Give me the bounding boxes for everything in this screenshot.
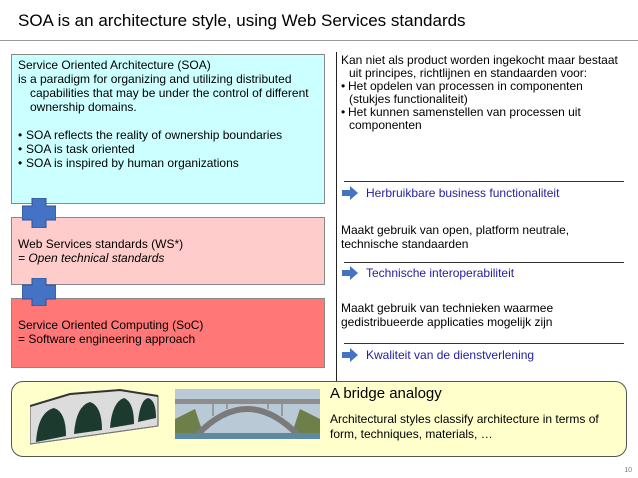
stone-arch-bridge-image [30,388,159,445]
puzzle-connector-icon [22,198,56,228]
soa-bullet-list: •SOA reflects the reality of ownership b… [18,128,324,170]
soa-box: Service Oriented Architecture (SOA) is a… [11,54,325,204]
ws-subtitle: = Open technical standards [18,251,165,265]
intro-bullet: •Het opdelen van processen in componente… [341,79,583,93]
highlight-interoperability: Technische interoperabiliteit [342,266,514,280]
soa-bullet: •SOA is task oriented [18,142,135,156]
section-divider [344,262,624,263]
column-divider [336,52,337,382]
puzzle-connector-icon [22,278,56,306]
section-divider [344,343,624,344]
arrow-right-icon [342,348,358,362]
concrete-arch-bridge-image [175,389,320,439]
arrow-right-icon [342,186,358,200]
ws-heading: Web Services standards (WS*) [18,237,184,251]
bridge-heading: A bridge analogy [330,385,442,402]
section-divider [344,181,624,182]
arrow-right-icon [342,266,358,280]
bridge-body: Architectural styles classify architectu… [330,412,599,441]
ws-explanation: Maakt gebruik van open, platform neutral… [341,223,570,251]
soa-bullet: •SOA is inspired by human organizations [18,156,239,170]
intro-bullet: •Het kunnen samenstellen van processen u… [341,105,581,119]
page-number: 10 [624,467,632,474]
title-divider [0,40,638,41]
soc-subtitle: = Software engineering approach [18,332,196,346]
soa-heading: Service Oriented Architecture (SOA) [18,58,211,72]
ws-box: Web Services standards (WS*) = Open tech… [11,217,325,285]
soc-heading: Service Oriented Computing (SoC) [18,318,204,332]
intro-text: Kan niet als product worden ingekocht ma… [341,54,631,132]
soa-definition: is a paradigm for organizing and utilizi… [18,72,309,114]
soc-explanation: Maakt gebruik van technieken waarmee ged… [341,301,554,329]
highlight-quality: Kwaliteit van de dienstverlening [342,348,534,362]
slide-title: SOA is an architecture style, using Web … [18,11,466,30]
highlight-reuse: Herbruikbare business functionaliteit [342,186,559,200]
soa-bullet: •SOA reflects the reality of ownership b… [18,128,283,142]
soc-box: Service Oriented Computing (SoC) = Softw… [11,298,325,368]
